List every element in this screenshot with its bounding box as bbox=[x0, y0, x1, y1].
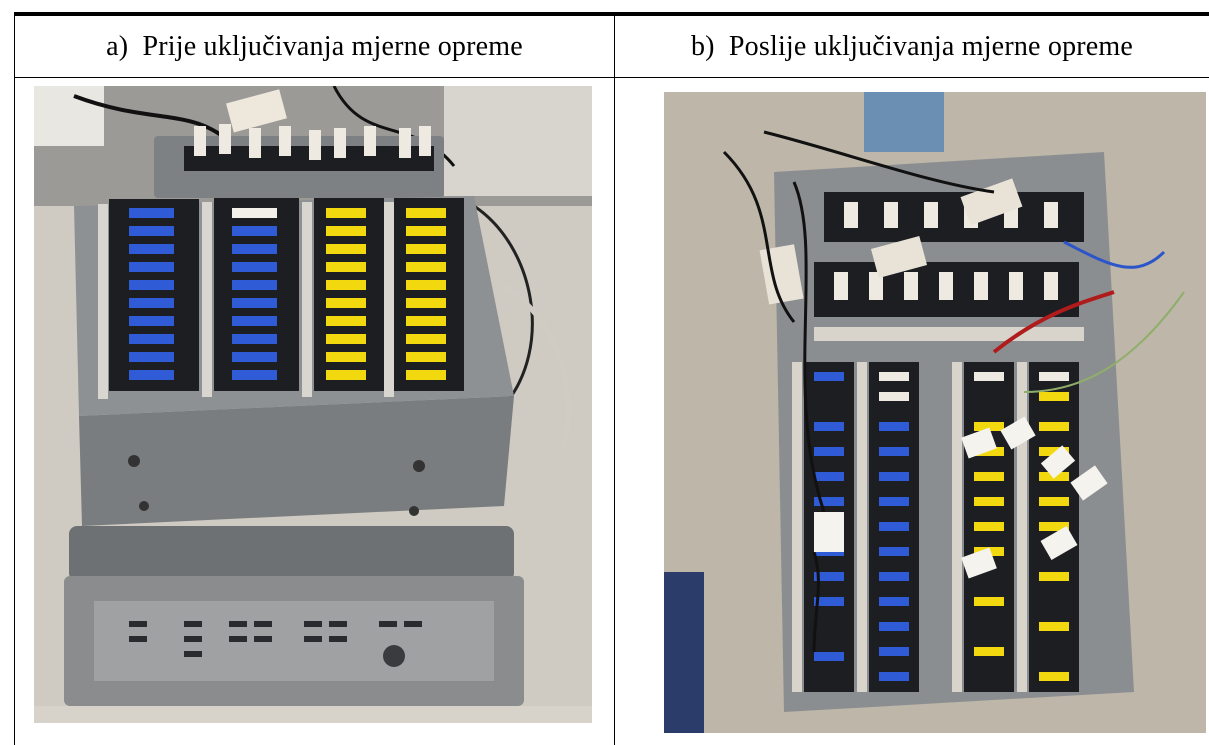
photo-panel-a-illustration bbox=[34, 86, 592, 723]
caption-panel-b: b) Poslije uključivanja mjerne opreme bbox=[690, 30, 1134, 62]
table-left-rule bbox=[14, 12, 15, 745]
photo-panel-b bbox=[664, 92, 1206, 733]
photo-panel-a bbox=[34, 86, 592, 723]
photo-panel-b-illustration bbox=[664, 92, 1206, 733]
table-header-rule bbox=[14, 77, 1209, 78]
figure-table: a) Prije uključivanja mjerne opreme b) P… bbox=[14, 12, 1209, 745]
table-center-rule bbox=[614, 12, 615, 745]
table-top-rule bbox=[14, 12, 1209, 16]
caption-panel-a: a) Prije uključivanja mjerne opreme bbox=[106, 30, 523, 62]
